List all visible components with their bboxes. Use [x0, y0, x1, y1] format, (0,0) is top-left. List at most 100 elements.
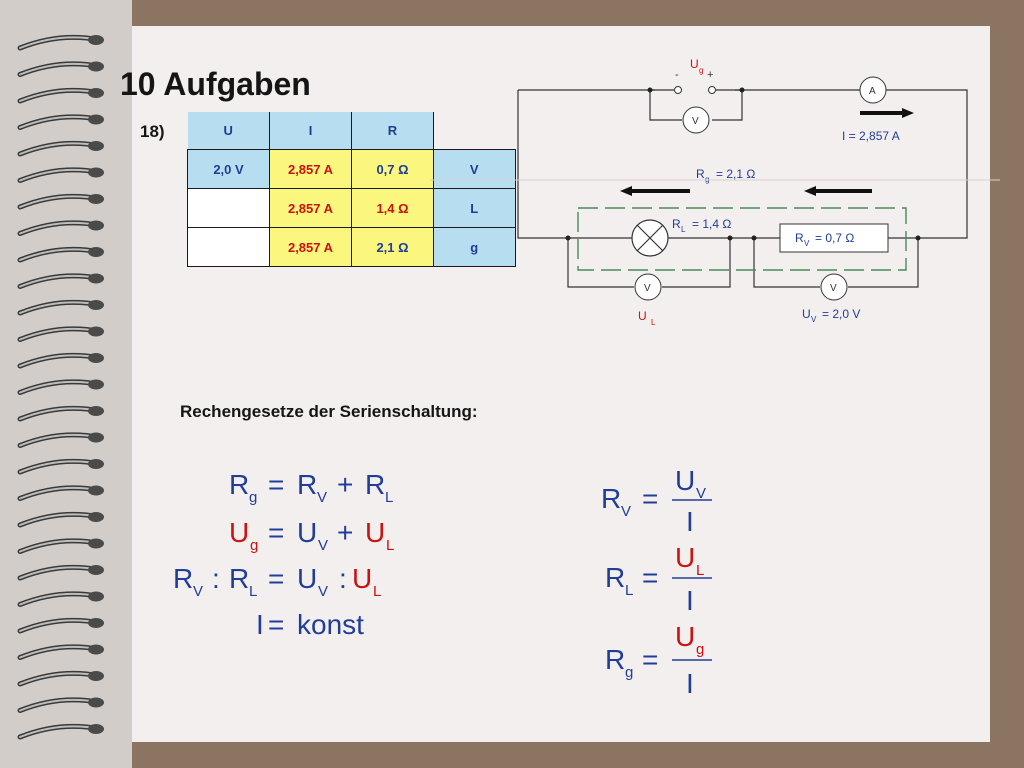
- table-cell: 2,857 A: [269, 188, 352, 228]
- rl-value: = 1,4 Ω: [692, 217, 731, 231]
- rl-label: R: [672, 217, 681, 231]
- rl-sub: L: [681, 225, 686, 234]
- formula-eq: =: [268, 517, 284, 548]
- section-subtitle: Rechengesetze der Serienschaltung:: [180, 402, 478, 421]
- formula-sub: V: [318, 537, 328, 554]
- formula-sub: g: [249, 489, 257, 506]
- page-title: 10 Aufgaben: [120, 66, 311, 102]
- formula-eq: =: [642, 644, 658, 675]
- table-cell: V: [433, 149, 516, 189]
- formula-sub: V: [193, 583, 203, 600]
- formula-term: U: [229, 517, 249, 548]
- formula-term: R: [601, 483, 621, 514]
- formula-sub: L: [385, 489, 393, 506]
- resistor-icon: [779, 223, 889, 253]
- table-cell: 0,7 Ω: [351, 149, 434, 189]
- formula-term: R: [605, 562, 625, 593]
- voltmeter-uv-icon: [820, 273, 848, 301]
- formula-term: U: [675, 621, 695, 652]
- spiral-ring: [17, 432, 104, 448]
- formula-colon: :: [212, 563, 220, 594]
- rv-label: R: [795, 231, 804, 245]
- formula-eq: =: [268, 469, 284, 500]
- formula-term: I: [686, 668, 694, 699]
- formula-eq: =: [642, 483, 658, 514]
- rg-label: R: [696, 167, 705, 181]
- spiral-ring: [17, 644, 104, 660]
- uv-value: = 2,0 V: [822, 307, 860, 321]
- spiral-ring: [17, 193, 104, 210]
- spiral-ring: [17, 617, 104, 634]
- header-cell-empty: [433, 112, 515, 150]
- formula-sub: L: [373, 583, 381, 600]
- rv-sub: V: [804, 239, 810, 248]
- voltmeter-ug-label: V: [692, 116, 699, 127]
- voltmeter-ul-label: V: [644, 283, 651, 294]
- ammeter-icon: [859, 76, 887, 104]
- rv-value: = 0,7 Ω: [815, 231, 854, 245]
- formula-eq: =: [642, 562, 658, 593]
- table-cell: 2,1 Ω: [351, 227, 434, 267]
- spiral-ring: [17, 114, 104, 130]
- formula-term: R: [605, 644, 625, 675]
- voltmeter-ul-icon: [634, 273, 662, 301]
- table-row: 2,0 V 2,857 A 0,7 Ω V: [187, 149, 516, 189]
- spiral-ring: [17, 220, 104, 236]
- formula-eq: =: [268, 563, 284, 594]
- spiral-ring: [17, 458, 104, 475]
- header-cell-i: I: [269, 112, 352, 150]
- voltmeter-ug-icon: [682, 106, 710, 134]
- spiral-ring: [17, 723, 104, 740]
- formula-term: R: [173, 563, 193, 594]
- spiral-ring: [17, 246, 104, 263]
- voltmeter-uv-label: V: [830, 283, 837, 294]
- spiral-ring: [17, 140, 104, 157]
- formula-term: R: [229, 469, 249, 500]
- plus-sign: +: [707, 69, 713, 81]
- spiral-ring: [17, 379, 104, 395]
- table-cell: 2,857 A: [269, 227, 352, 267]
- spiral-ring: [17, 538, 104, 554]
- header-cell-u: U: [187, 112, 270, 150]
- ammeter-label: A: [869, 86, 876, 97]
- formula-eq: =: [268, 609, 284, 640]
- formula-konst: konst: [297, 609, 364, 640]
- spiral-ring: [17, 485, 104, 501]
- ul-sub: L: [651, 318, 656, 327]
- formula-sub: L: [386, 537, 394, 554]
- formula-term: R: [365, 469, 385, 500]
- ul-label: U: [638, 309, 647, 323]
- formula-sub: L: [625, 582, 633, 599]
- table-row: 2,857 A 2,1 Ω g: [187, 227, 516, 267]
- task-number: 18): [140, 122, 165, 141]
- table-cell: 2,0 V: [187, 149, 270, 189]
- formula-sub: V: [318, 583, 328, 600]
- spiral-binding: [17, 34, 104, 740]
- formula-term: I: [256, 609, 264, 640]
- spiral-ring: [17, 167, 104, 183]
- formula-term: U: [297, 517, 317, 548]
- formula-term: R: [229, 563, 249, 594]
- formula-sub: V: [621, 503, 631, 520]
- spiral-ring: [17, 405, 104, 422]
- formula-sub: L: [249, 583, 257, 600]
- ug-label: U: [690, 57, 699, 71]
- spiral-ring: [17, 299, 104, 316]
- spiral-ring: [17, 697, 104, 713]
- values-table: U I R 2,0 V 2,857 A 0,7 Ω V 2,857 A 1,4 …: [187, 112, 516, 267]
- table-header-row: U I R: [187, 112, 515, 150]
- table-cell: 2,857 A: [269, 149, 352, 189]
- spiral-ring: [17, 670, 104, 687]
- table-row: 2,857 A 1,4 Ω L: [187, 188, 516, 228]
- ug-sub: g: [699, 66, 703, 75]
- header-cell-r: R: [351, 112, 434, 150]
- spiral-ring: [17, 34, 104, 51]
- spiral-ring: [17, 564, 104, 581]
- spiral-ring: [17, 511, 104, 528]
- spiral-ring: [17, 326, 104, 342]
- formula-term: R: [297, 469, 317, 500]
- formula-colon: :: [339, 563, 347, 594]
- minus-sign: -: [675, 69, 679, 81]
